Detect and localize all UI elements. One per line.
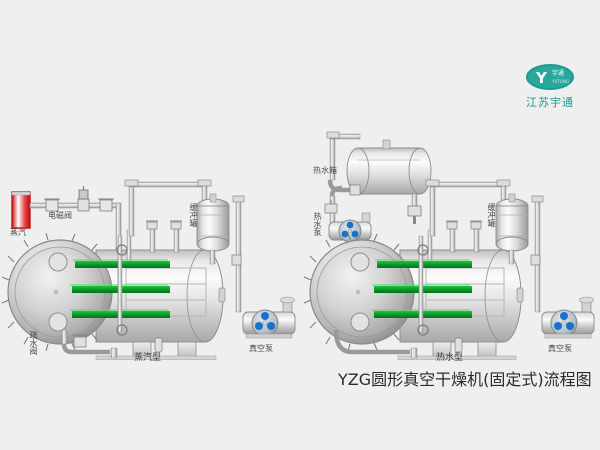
handwheel-icon (116, 324, 128, 336)
label-steam-source: 蒸汽 (10, 228, 26, 237)
label-hot-water-pump: 热水泵 (313, 212, 322, 236)
vacuum-pump (541, 296, 595, 339)
vessel-supports (95, 341, 217, 360)
hot-water-feed-pipe (324, 185, 343, 231)
door-bolt-studs (303, 232, 400, 352)
gate-valve-icon (98, 198, 114, 212)
vessel-supports (397, 341, 517, 360)
gate-valve-icon (44, 198, 60, 212)
right-unit-hot-water-type (303, 131, 595, 360)
handwheel-icon (417, 324, 429, 336)
handwheel-icon (116, 244, 128, 256)
company-logo: Y 宇通 YUTONG 江苏宇通 (512, 64, 588, 116)
label-buffer-tank-left: 缓冲罐 (189, 203, 198, 227)
caption-steam-type: 蒸汽型 (134, 353, 162, 363)
door-sight-port (48, 252, 68, 272)
steam-source-vessel (11, 191, 31, 229)
solenoid-valve-icon (77, 186, 90, 212)
logo-emblem-cn: 宇通 (552, 70, 565, 77)
door-sight-port (350, 312, 370, 332)
handwheel-icon (417, 244, 429, 256)
condensate-trap-line (61, 329, 163, 359)
buffer-tank (495, 193, 544, 313)
label-buffer-tank-right: 缓冲罐 (487, 203, 496, 227)
hot-water-tank (346, 139, 432, 224)
steam-trap-icon (73, 336, 87, 348)
hot-water-pump (328, 212, 372, 243)
vacuum-line-to-buffer-tank (425, 179, 511, 237)
vessel-top-risers (417, 220, 482, 336)
hot-water-return-loop (333, 329, 463, 359)
buffer-tank (196, 193, 245, 313)
page-title: YZG圆形真空干燥机(固定式)流程图 (338, 370, 592, 389)
door-bolt-studs (1, 232, 98, 352)
label-hot-water-tank: 热水箱 (313, 166, 337, 175)
vacuum-line-to-buffer-tank (124, 179, 212, 237)
left-unit-steam-type (1, 179, 296, 360)
logo-emblem: Y 宇通 YUTONG (526, 64, 574, 90)
vacuum-dryer-vessel (399, 249, 524, 343)
caption-hot-water-type: 热水型 (436, 353, 464, 363)
logo-wordmark: 江苏宇通 (526, 96, 574, 109)
door-sight-port (350, 252, 370, 272)
logo-emblem-en: YUTONG (552, 79, 570, 84)
logo-y-glyph: Y (536, 69, 547, 87)
label-vacuum-pump-right: 真空泵 (548, 344, 572, 353)
label-solenoid-valve: 电磁阀 (48, 211, 72, 220)
vessel-top-risers (116, 220, 182, 336)
label-vacuum-pump-left: 真空泵 (249, 344, 273, 353)
door-sight-port (48, 312, 68, 332)
vacuum-pump (242, 296, 296, 339)
label-steam-trap: 疏水阀 (29, 331, 38, 355)
